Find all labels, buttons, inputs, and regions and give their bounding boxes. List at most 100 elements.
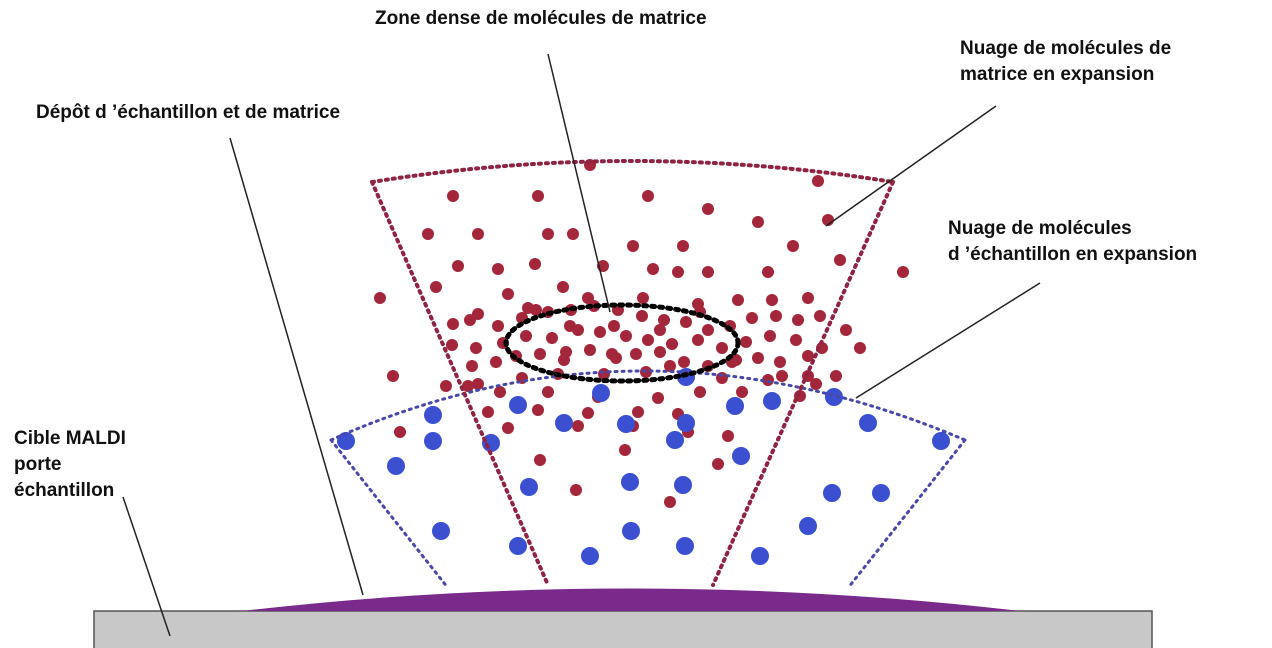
matrix-molecule [594, 326, 606, 338]
matrix-molecule [446, 339, 458, 351]
matrix-molecule [762, 266, 774, 278]
matrix-molecule [522, 302, 534, 314]
matrix-molecule [534, 348, 546, 360]
matrix-molecule [774, 356, 786, 368]
matrix-molecule [572, 420, 584, 432]
matrix-molecule [752, 352, 764, 364]
matrix-molecule [608, 320, 620, 332]
leader-line-target [122, 496, 171, 637]
matrix-molecule [447, 318, 459, 330]
sample-molecule [581, 547, 599, 565]
matrix-molecule [664, 360, 676, 372]
matrix-molecule [712, 458, 724, 470]
sample-cloud-outline [329, 369, 967, 590]
label-matrix-cloud: Nuage de molécules de matrice en expansi… [960, 36, 1171, 88]
dense-zone-outline [503, 302, 741, 384]
label-target-line-3: échantillon [14, 480, 115, 501]
matrix-molecule [716, 342, 728, 354]
sample-molecule [666, 431, 684, 449]
label-matrix-cloud-line-1: Nuage de molécules de [960, 38, 1172, 59]
matrix-molecule [642, 334, 654, 346]
matrix-molecule [466, 360, 478, 372]
matrix-molecule [647, 263, 659, 275]
matrix-molecule [672, 266, 684, 278]
matrix-molecule [494, 386, 506, 398]
matrix-molecule [520, 330, 532, 342]
label-target: Cible MALDI porte échantillon [14, 426, 126, 504]
leader-line-matrix-cloud [825, 105, 997, 227]
matrix-molecule [620, 330, 632, 342]
matrix-molecule [840, 324, 852, 336]
matrix-molecule [654, 346, 666, 358]
matrix-molecule [730, 354, 742, 366]
sample-molecule [622, 522, 640, 540]
matrix-molecule [542, 228, 554, 240]
matrix-molecule [834, 254, 846, 266]
matrix-molecule [787, 240, 799, 252]
matrix-cloud-outline [370, 159, 895, 587]
sample-molecule [482, 434, 500, 452]
matrix-molecule [532, 190, 544, 202]
matrix-molecule [770, 310, 782, 322]
sample-molecule [617, 415, 635, 433]
matrix-molecule [736, 386, 748, 398]
label-dense-zone-text: Zone dense de molécules de matrice [375, 8, 707, 29]
sample-molecule [337, 432, 355, 450]
leader-line-dense-zone [547, 53, 611, 313]
matrix-molecule [854, 342, 866, 354]
sample-molecule [726, 397, 744, 415]
matrix-molecule [654, 324, 666, 336]
matrix-molecule [546, 332, 558, 344]
matrix-molecule [492, 320, 504, 332]
matrix-molecule [627, 240, 639, 252]
sample-molecule [592, 384, 610, 402]
matrix-molecule [610, 352, 622, 364]
matrix-molecule [472, 228, 484, 240]
matrix-molecule [652, 392, 664, 404]
matrix-molecule [764, 330, 776, 342]
matrix-molecule [502, 422, 514, 434]
sample-molecule [677, 414, 695, 432]
matrix-molecule [677, 240, 689, 252]
sample-molecule [432, 522, 450, 540]
label-matrix-cloud-line-2: matrice en expansion [960, 64, 1155, 85]
matrix-molecule [792, 314, 804, 326]
matrix-molecule [694, 386, 706, 398]
matrix-molecule [482, 406, 494, 418]
matrix-molecule [558, 354, 570, 366]
sample-molecule [424, 406, 442, 424]
matrix-molecule [636, 310, 648, 322]
label-sample-cloud-line-2: d ’échantillon en expansion [948, 244, 1198, 265]
matrix-molecule [464, 314, 476, 326]
matrix-molecule [830, 370, 842, 382]
sample-matrix-deposit [242, 588, 1020, 611]
matrix-molecule [790, 334, 802, 346]
sample-molecule [932, 432, 950, 450]
base-layer [93, 588, 1153, 648]
matrix-molecule [532, 404, 544, 416]
matrix-molecule [582, 407, 594, 419]
label-target-line-2: porte [14, 454, 62, 475]
matrix-molecule [452, 260, 464, 272]
sample-molecule [825, 388, 843, 406]
sample-molecule [509, 396, 527, 414]
leader-lines [122, 53, 1041, 637]
matrix-molecule [430, 281, 442, 293]
matrix-molecule [702, 203, 714, 215]
matrix-molecule [702, 324, 714, 336]
matrix-molecule [722, 430, 734, 442]
sample-molecule [424, 432, 442, 450]
matrix-molecule [802, 292, 814, 304]
matrix-molecule [810, 378, 822, 390]
matrix-molecule [812, 175, 824, 187]
sample-molecule [859, 414, 877, 432]
matrix-molecule [557, 281, 569, 293]
matrix-molecule [637, 292, 649, 304]
matrix-molecule [470, 342, 482, 354]
matrix-molecule [666, 338, 678, 350]
maldi-target-plate [93, 610, 1153, 648]
matrix-molecule [642, 190, 654, 202]
sample-molecule [621, 473, 639, 491]
sample-molecule [751, 547, 769, 565]
